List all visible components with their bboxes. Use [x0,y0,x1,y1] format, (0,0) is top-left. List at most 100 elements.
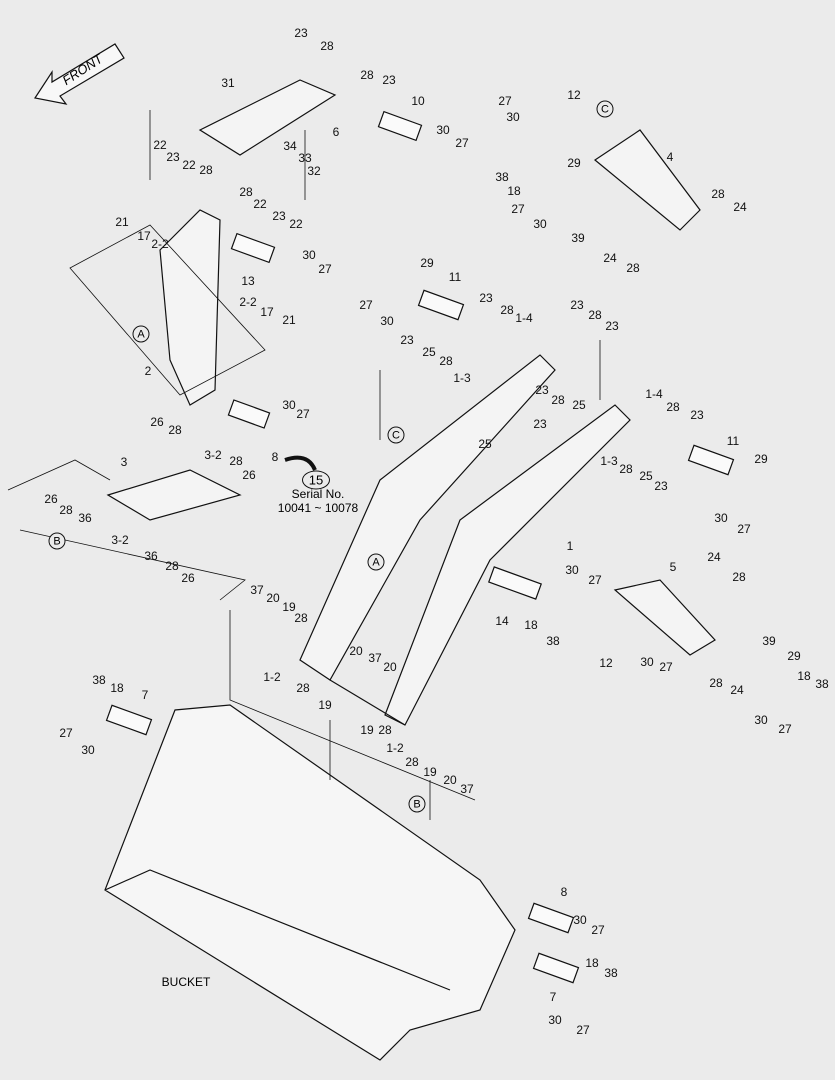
part-callout-28: 28 [551,393,565,407]
part-callout-1: 1 [566,539,574,553]
part-callout-3-2: 3-2 [204,448,222,462]
part-callout-10: 10 [411,94,425,108]
part-callout-37: 37 [368,651,382,665]
part-callout-27: 27 [576,1023,590,1037]
bucket [104,704,516,1061]
boom-arm [299,354,631,726]
part-callout-28: 28 [320,39,334,53]
part-callout-30: 30 [714,511,728,525]
part-callout-23: 23 [382,73,396,87]
part-callout-1-2: 1-2 [263,670,281,684]
part-callout-30: 30 [565,563,579,577]
part-callout-27: 27 [511,202,525,216]
part-callout-28: 28 [360,68,374,82]
part-callout-34: 34 [283,139,297,153]
bellcrank-link [106,209,242,521]
part-callout-27: 27 [588,573,602,587]
part-callout-28: 28 [165,559,179,573]
part-callout-1-4: 1-4 [645,387,663,401]
part-callout-29: 29 [567,156,581,170]
part-callout-13: 13 [241,274,255,288]
part-callout-27: 27 [737,522,751,536]
part-callout-25: 25 [572,398,586,412]
part-callout-8: 8 [271,450,279,464]
part-callout-28: 28 [168,423,182,437]
part-callout-23: 23 [272,209,286,223]
section-ref-b: B [48,532,66,550]
part-callout-39: 39 [762,634,776,648]
part-callout-30: 30 [754,713,768,727]
part-callout-27: 27 [59,726,73,740]
part-callout-20: 20 [443,773,457,787]
serial-ref: 15 [302,470,330,490]
part-callout-25: 25 [478,437,492,451]
part-callout-28: 28 [199,163,213,177]
part-callout-20: 20 [266,591,280,605]
part-callout-1-2: 1-2 [386,741,404,755]
part-callout-22: 22 [182,158,196,172]
part-callout-28: 28 [229,454,243,468]
part-callout-19: 19 [282,600,296,614]
part-callout-33: 33 [298,151,312,165]
part-callout-7: 7 [141,688,149,702]
leader-lines [7,110,601,820]
part-callout-30: 30 [640,655,654,669]
part-callout-30: 30 [302,248,316,262]
part-callout-18: 18 [585,956,599,970]
part-callout-30: 30 [380,314,394,328]
part-callout-28: 28 [588,308,602,322]
part-callout-25: 25 [639,469,653,483]
part-callout-19: 19 [423,765,437,779]
serial-arrow [284,455,317,471]
section-ref-b: B [408,795,426,813]
part-callout-23: 23 [535,383,549,397]
part-callout-38: 38 [815,677,829,691]
part-callout-24: 24 [730,683,744,697]
part-callout-36: 36 [144,549,158,563]
part-callout-20: 20 [349,644,363,658]
part-callout-30: 30 [436,123,450,137]
part-callout-20: 20 [383,660,397,674]
part-callout-1-3: 1-3 [600,454,618,468]
part-callout-28: 28 [626,261,640,275]
section-ref-a: A [367,553,385,571]
section-ref-c: C [387,426,405,444]
part-callout-30: 30 [573,913,587,927]
part-callout-31: 31 [221,76,235,90]
part-callout-38: 38 [546,634,560,648]
part-callout-32: 32 [307,164,321,178]
serial-range: 10041 ~ 10078 [277,501,359,515]
bucket-label: BUCKET [161,975,211,989]
part-callout-26: 26 [44,492,58,506]
part-callout-23: 23 [479,291,493,305]
part-callout-23: 23 [533,417,547,431]
part-callout-2-2: 2-2 [151,237,169,251]
part-callout-18: 18 [507,184,521,198]
part-callout-28: 28 [500,303,514,317]
part-callout-28: 28 [619,462,633,476]
part-callout-28: 28 [59,503,73,517]
part-callout-23: 23 [690,408,704,422]
part-callout-22: 22 [289,217,303,231]
part-callout-23: 23 [400,333,414,347]
part-callout-18: 18 [110,681,124,695]
part-callout-30: 30 [282,398,296,412]
part-callout-11: 11 [726,434,740,448]
part-callout-23: 23 [605,319,619,333]
part-callout-23: 23 [654,479,668,493]
part-callout-12: 12 [599,656,613,670]
part-callout-7: 7 [549,990,557,1004]
part-callout-3-2: 3-2 [111,533,129,547]
part-callout-28: 28 [439,354,453,368]
part-callout-17: 17 [260,305,274,319]
part-callout-26: 26 [150,415,164,429]
part-callout-28: 28 [732,570,746,584]
part-callout-27: 27 [318,262,332,276]
part-callout-18: 18 [797,669,811,683]
part-callout-6: 6 [332,125,340,139]
part-callout-22: 22 [153,138,167,152]
part-callout-4: 4 [666,150,674,164]
part-callout-27: 27 [498,94,512,108]
part-callout-24: 24 [603,251,617,265]
part-callout-28: 28 [239,185,253,199]
